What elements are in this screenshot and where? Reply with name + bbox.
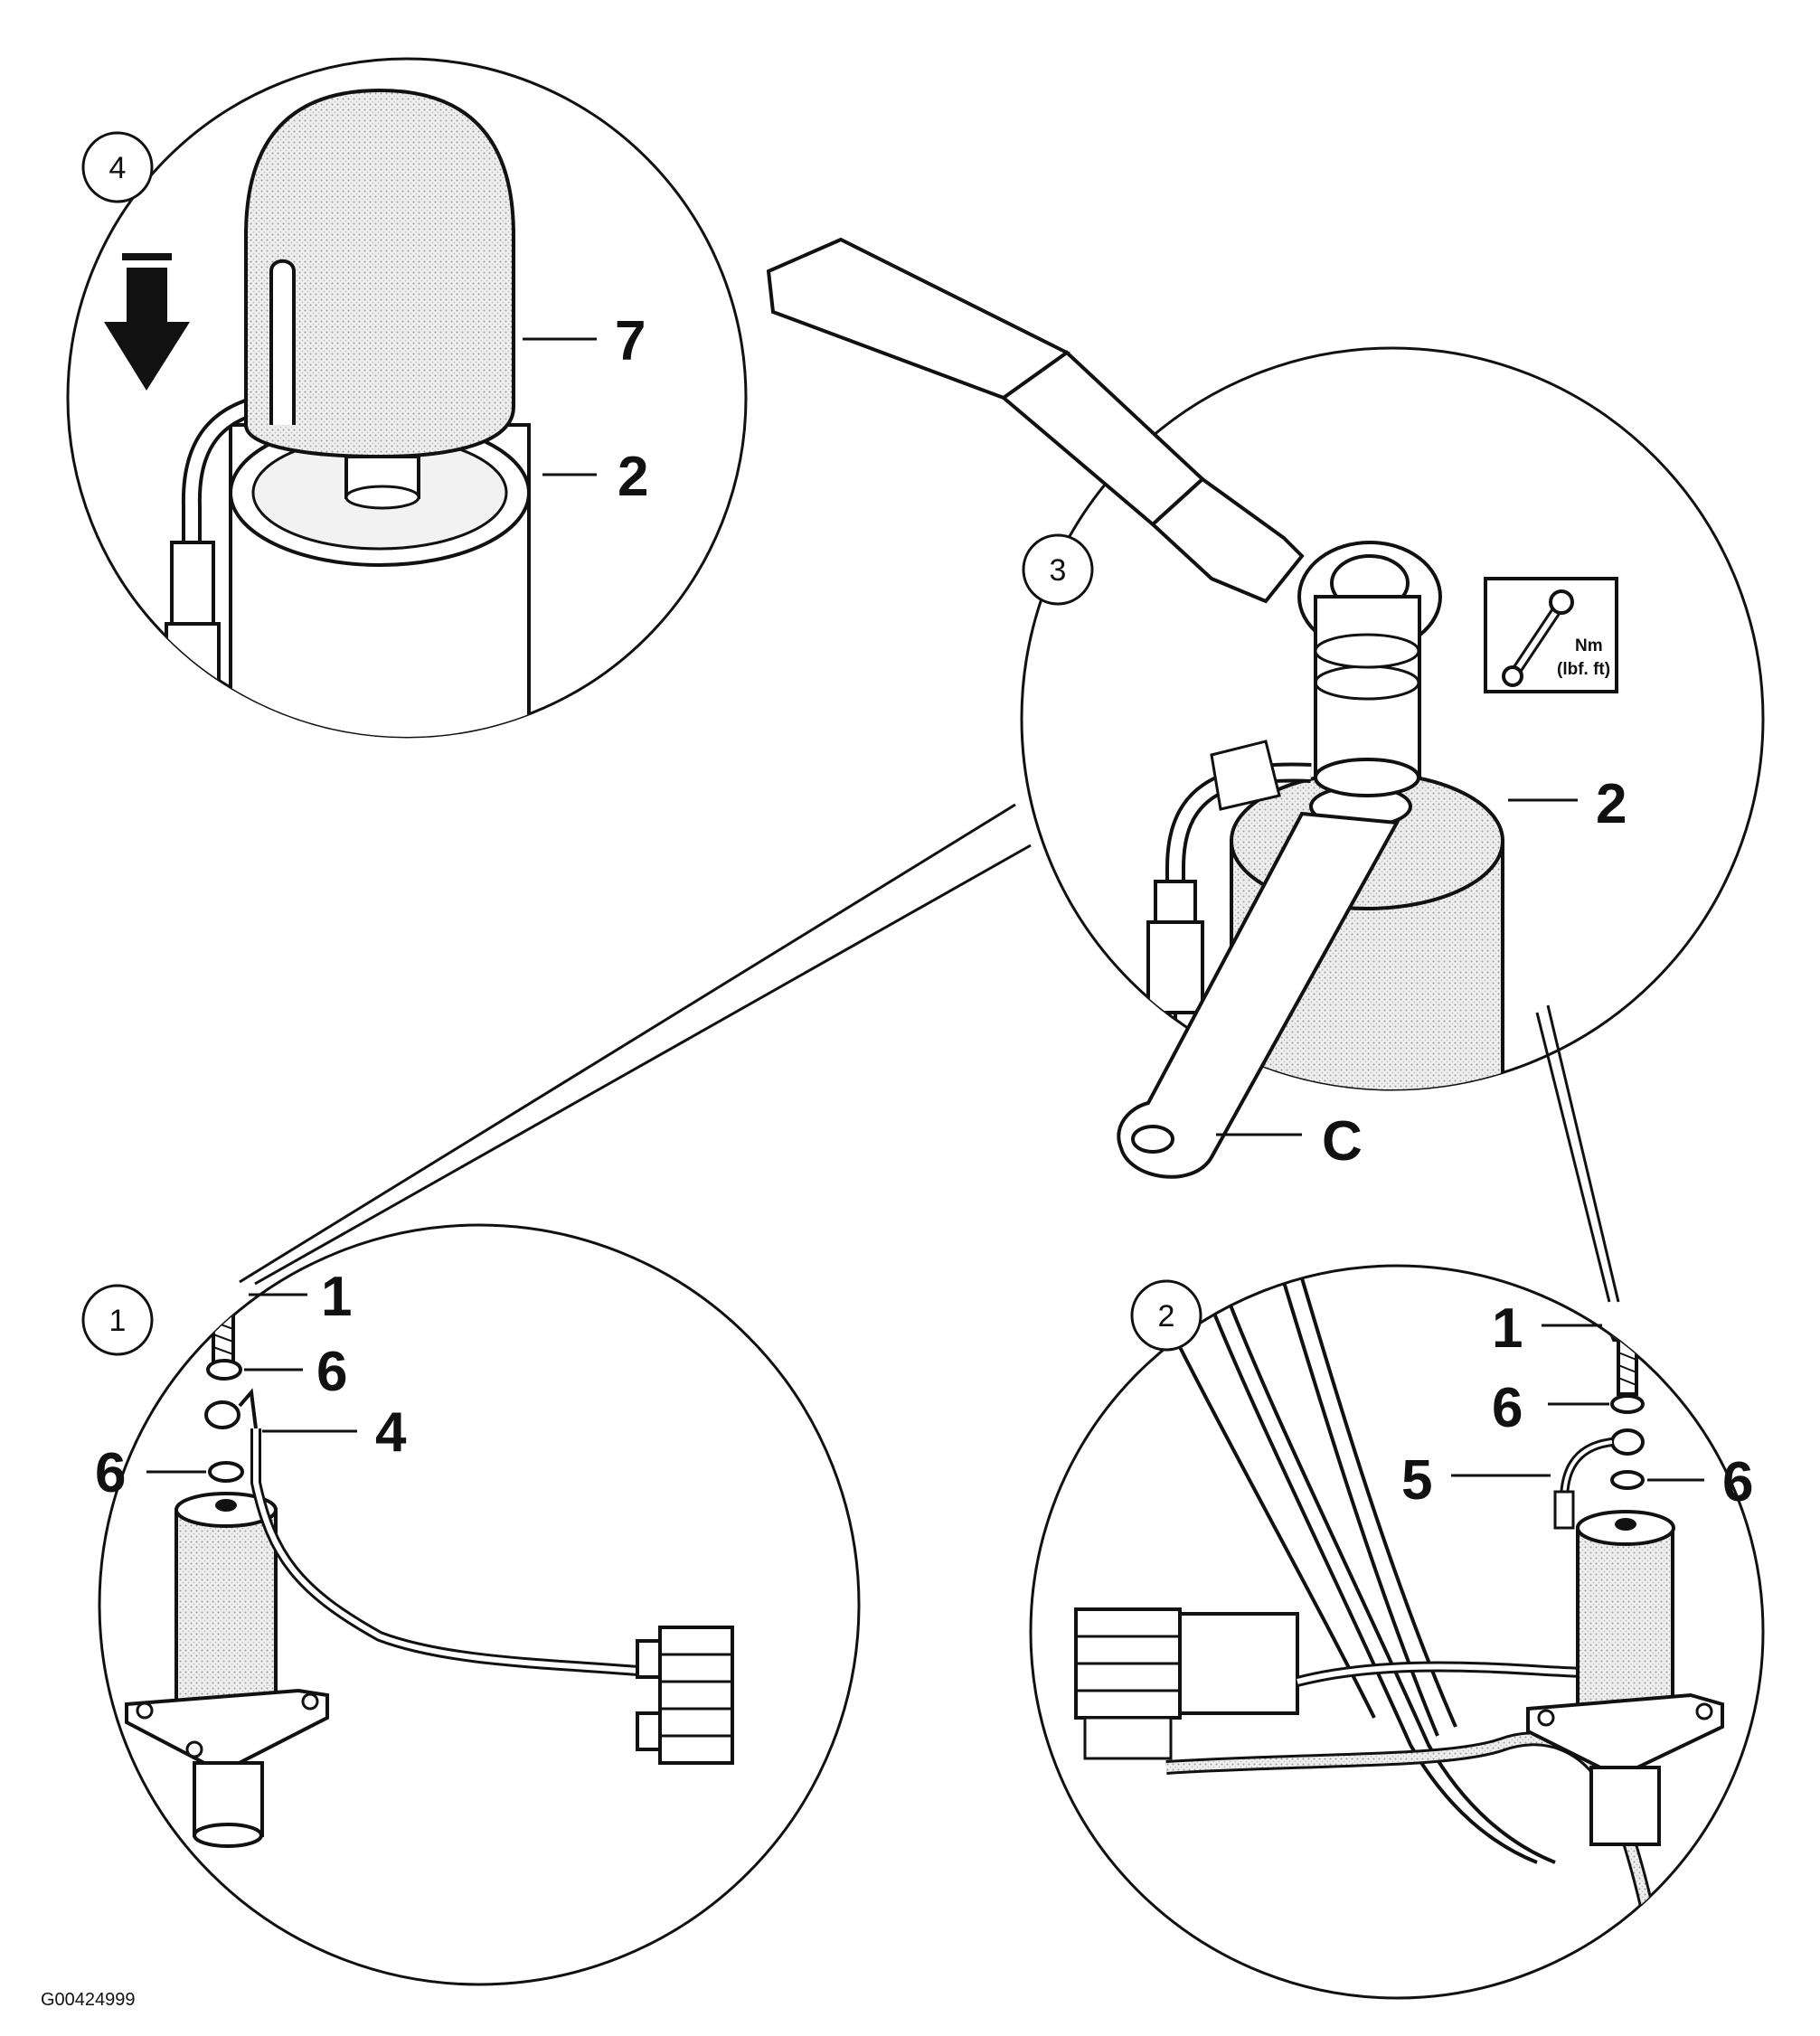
- part-label: 7: [615, 310, 646, 372]
- view-3-detail: 3 Nm (lbf. ft) 2 C: [766, 237, 1765, 1179]
- torque-unit-imperial: (lbf. ft): [1557, 660, 1610, 679]
- view-2-drawing: [1074, 1266, 1724, 1946]
- view-4-detail: 4 7 2: [66, 57, 748, 739]
- view-1-drawing: [125, 1277, 734, 1848]
- part-label: 5: [1401, 1449, 1432, 1512]
- part-label: C: [1322, 1110, 1363, 1173]
- part-label: 2: [1596, 773, 1627, 835]
- view-number-circle: [1022, 533, 1094, 606]
- view-4-drawing: [165, 88, 531, 737]
- view-number: 4: [109, 151, 127, 185]
- view-number: 3: [1050, 553, 1067, 588]
- view-2-detail: 2 1 6 5 6: [1029, 1264, 1765, 2000]
- part-label: 2: [618, 446, 648, 508]
- view-number-circle: [81, 131, 154, 203]
- view-1-circle: [98, 1223, 861, 1986]
- view-1-detail: 1 1 6 4 6: [81, 1223, 861, 1986]
- cap: [244, 88, 515, 459]
- diagram-code: G00424999: [41, 1990, 136, 2010]
- torque-spec-icon: Nm (lbf. ft): [1484, 577, 1618, 693]
- down-arrow-icon: [104, 253, 190, 391]
- part-label: 6: [1492, 1377, 1523, 1439]
- torque-wrench: [766, 237, 1442, 669]
- view-number: 2: [1158, 1299, 1175, 1334]
- part-label: 1: [321, 1266, 352, 1328]
- special-tool-c: [1117, 811, 1400, 1179]
- part-label: 6: [95, 1442, 126, 1504]
- part-label: 4: [375, 1401, 407, 1464]
- view-number-circle: [81, 1284, 154, 1356]
- part-label: 6: [316, 1341, 347, 1403]
- view-number-circle: [1130, 1279, 1202, 1352]
- wrench-icon: [1502, 589, 1574, 687]
- part-label: 1: [1492, 1297, 1523, 1360]
- view-number: 1: [109, 1304, 127, 1338]
- pump-body: [174, 1508, 278, 1720]
- part-label: 6: [1722, 1451, 1753, 1513]
- connector-lines: [239, 803, 1620, 1303]
- torque-unit: Nm: [1575, 636, 1603, 655]
- pump-body: [1576, 1526, 1674, 1729]
